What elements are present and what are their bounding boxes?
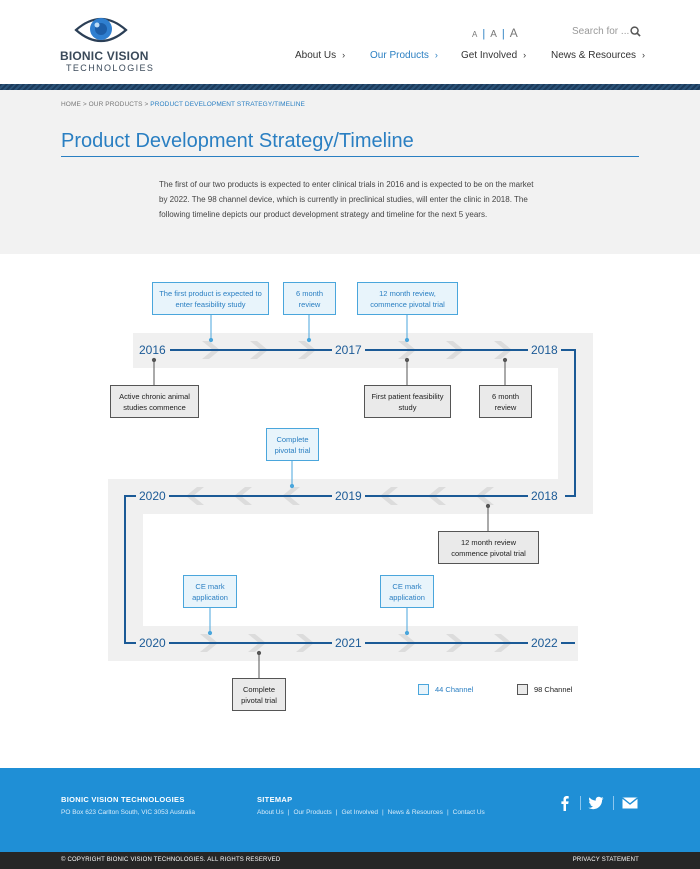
milestone-44-12-month-review: 12 month review, commence pivotal trial [357,282,458,315]
facebook-icon[interactable] [557,795,573,811]
site-header: BIONIC VISION TECHNOLOGIES A|A|A Search … [0,0,700,86]
font-size-medium-button[interactable]: A [490,29,497,40]
legend-98-channel: 98 Channel [517,684,572,695]
twitter-icon[interactable] [588,795,604,811]
email-icon[interactable] [622,795,638,811]
intro-section: HOME > OUR PRODUCTS > PRODUCT DEVELOPMEN… [0,90,700,254]
year-label-2018: 2018 [528,489,561,503]
intro-paragraph: The first of our two products is expecte… [159,180,534,219]
milestone-44-ce-mark-1: CE mark application [183,575,237,608]
search-input[interactable]: Search for ... [572,26,630,37]
logo[interactable]: BIONIC VISION TECHNOLOGIES [60,12,160,74]
copyright-bar: © COPYRIGHT BIONIC VISION TECHNOLOGIES. … [0,852,700,869]
milestone-44-feasibility: The first product is expected to enter f… [152,282,269,315]
search-icon[interactable] [630,26,641,37]
footer-link-about-us[interactable]: About Us [257,809,284,816]
breadcrumb: HOME > OUR PRODUCTS > PRODUCT DEVELOPMEN… [61,101,305,108]
year-label-2016: 2016 [136,343,169,357]
milestone-98-complete-pivotal: Complete pivotal trial [232,678,286,711]
logo-text: BIONIC VISION [60,49,149,63]
legend-swatch-44 [418,684,429,695]
logo-subtext: TECHNOLOGIES [66,63,155,73]
product-timeline: 2016 2017 2018 2020 2019 2018 2020 2021 … [0,254,700,768]
year-label-2018: 2018 [528,343,561,357]
font-size-small-button[interactable]: A [472,30,478,39]
year-label-2020: 2020 [136,636,169,650]
chevron-right-icon: › [523,50,527,60]
site-footer: BIONIC VISION TECHNOLOGIES PO Box 623 Ca… [0,768,700,852]
year-label-2022: 2022 [528,636,561,650]
milestone-98-animal-studies: Active chronic animal studies commence [110,385,199,418]
nav-our-products[interactable]: Our Products› [370,50,438,61]
footer-link-get-involved[interactable]: Get Involved [341,809,378,816]
footer-address: PO Box 623 Carlton South, VIC 3053 Austr… [61,809,196,816]
year-label-2020: 2020 [136,489,169,503]
breadcrumb-home[interactable]: HOME [61,101,81,108]
page-title: Product Development Strategy/Timeline [61,130,414,152]
footer-link-our-products[interactable]: Our Products [293,809,332,816]
breadcrumb-current: PRODUCT DEVELOPMENT STRATEGY/TIMELINE [150,101,305,108]
privacy-statement-link[interactable]: PRIVACY STATEMENT [572,857,639,863]
breadcrumb-our-products[interactable]: OUR PRODUCTS [88,101,143,108]
footer-link-contact-us[interactable]: Contact Us [452,809,485,816]
year-label-2017: 2017 [332,343,365,357]
chevron-right-icon: › [342,50,346,60]
milestone-98-12-month-review: 12 month review commence pivotal trial [438,531,539,564]
milestone-44-6-month-review: 6 month review [283,282,336,315]
font-size-large-button[interactable]: A [509,26,518,40]
milestone-98-6-month-review: 6 month review [479,385,532,418]
font-size-controls: A|A|A [472,26,518,40]
nav-about-us[interactable]: About Us› [295,50,346,61]
footer-link-news-resources[interactable]: News & Resources [387,809,443,816]
title-divider [61,156,639,157]
milestone-44-complete-pivotal: Complete pivotal trial [266,428,319,461]
legend-swatch-98 [517,684,528,695]
footer-sitemap-links: About Us|Our Products|Get Involved|News … [257,809,485,816]
milestone-44-ce-mark-2: CE mark application [380,575,434,608]
footer-sitemap-title: SITEMAP [257,795,293,804]
legend-44-channel: 44 Channel [418,684,473,695]
milestone-98-first-patient: First patient feasibility study [364,385,451,418]
chevron-right-icon: › [642,50,646,60]
copyright-text: © COPYRIGHT BIONIC VISION TECHNOLOGIES. … [61,857,281,863]
footer-company-name: BIONIC VISION TECHNOLOGIES [61,795,185,804]
year-label-2019: 2019 [332,489,365,503]
timeline-graphic [108,315,593,678]
header-stripe [0,84,700,90]
year-label-2021: 2021 [332,636,365,650]
nav-news-resources[interactable]: News & Resources› [551,50,646,61]
eye-logo-icon [74,17,128,43]
chevron-right-icon: › [434,50,438,60]
nav-get-involved[interactable]: Get Involved› [461,50,527,61]
